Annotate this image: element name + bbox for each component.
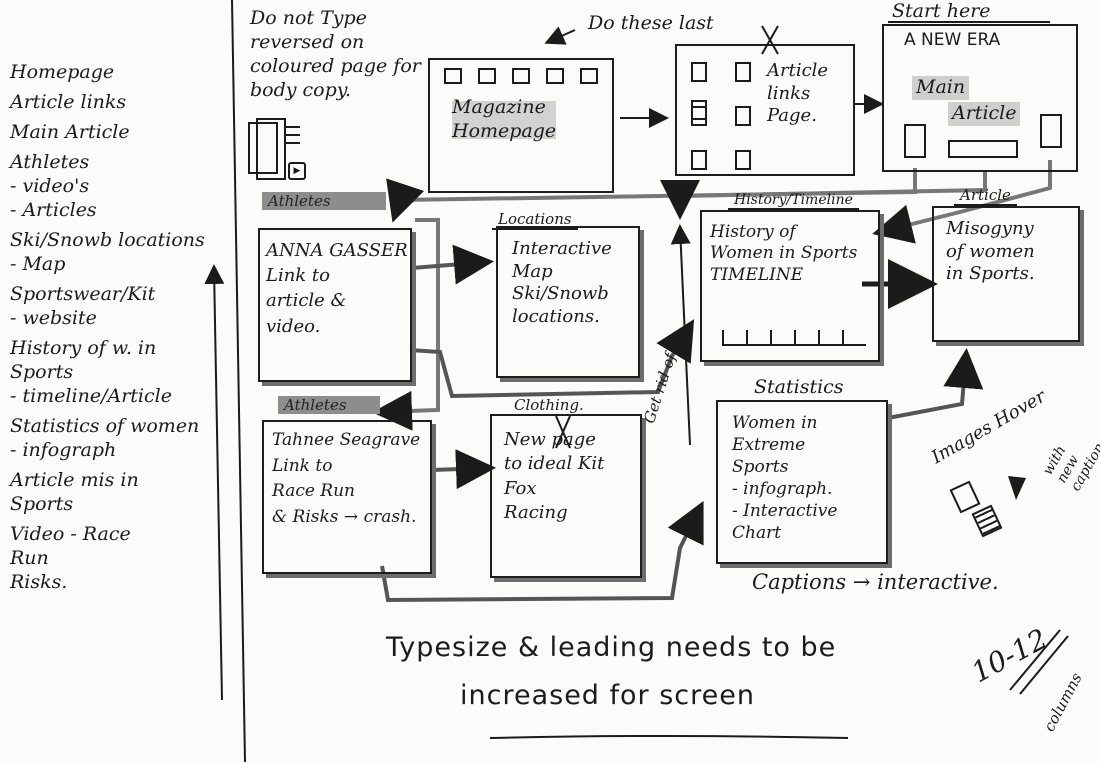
article-links-box: Article links Page. — [675, 44, 855, 176]
misogyny-text: Misogyny of women in Sports. — [946, 218, 1035, 284]
hover-arrow-icon — [1008, 476, 1026, 500]
sidebar-item: History of w. in Sports - timeline/Artic… — [10, 337, 172, 407]
anna-gasser-box: ANNA GASSER Link to article & video. — [258, 228, 412, 382]
locations-label: Locations — [492, 210, 578, 230]
sidebar-item: Ski/Snowb locations - Map — [10, 229, 205, 275]
thumbnail-row — [444, 68, 598, 84]
note-typesize-1: Typesize & leading needs to be — [386, 632, 837, 663]
arrow-do-these-last — [544, 26, 576, 45]
note-do-these-last: Do these last — [588, 12, 714, 34]
note-start-here: Start here — [892, 0, 991, 22]
page-divider — [231, 0, 246, 762]
clothing-label: Clothing. — [514, 396, 584, 414]
note-typesize-2: increased for screen — [460, 680, 755, 711]
sidebar-item: Statistics of women - infograph — [10, 415, 200, 461]
arrow-anna-to-locations — [411, 244, 494, 285]
sidebar-item: Main Article — [10, 121, 130, 143]
sidebar-item: Video - Race Run Risks. — [10, 523, 131, 593]
history-label: History/Timeline — [728, 192, 859, 210]
connector-newera-to-athletes — [386, 168, 917, 223]
statistics-text: Women in Extreme Sports - infograph. - I… — [732, 413, 838, 544]
arrow-tahnee-to-clothing — [431, 449, 496, 490]
tahnee-label: Athletes — [278, 396, 380, 414]
statistics-box: Women in Extreme Sports - infograph. - I… — [716, 400, 888, 564]
tahnee-seagrave-box: Tahnee Seagrave Link to Race Run & Risks… — [262, 420, 432, 574]
image-icons — [949, 480, 1004, 540]
new-era-article: Article — [948, 102, 1021, 126]
sidebar-list: Homepage Article links Main Article Athl… — [10, 60, 235, 600]
connector-athletes-loop — [372, 218, 440, 431]
arrow-statistics-to-misogyny — [887, 348, 984, 420]
sidebar-item: Homepage — [10, 61, 115, 83]
sidebar-item: Sportswear/Kit - website — [10, 283, 156, 329]
phone-video-icon: ▶ — [248, 118, 310, 184]
columns-slash — [1009, 629, 1061, 691]
anna-label: Athletes — [262, 192, 386, 210]
clothing-text: New page to ideal Kit Fox Racing — [504, 429, 605, 523]
new-era-main: Main — [912, 76, 970, 100]
misogyny-label: Article — [954, 186, 1017, 206]
anna-gasser-text: ANNA GASSER Link to article & video. — [266, 240, 408, 337]
article-links-text: Article links Page. — [767, 60, 829, 126]
history-timeline-text: History of Women in Sports TIMELINE — [710, 222, 858, 285]
note-captions: Captions → interactive. — [752, 570, 999, 594]
arrow-anna-to-history — [409, 319, 695, 399]
get-rid-line — [670, 224, 691, 446]
misogyny-box: Misogyny of women in Sports. — [932, 206, 1080, 342]
sidebar-arrow — [204, 264, 225, 701]
underline — [489, 735, 849, 739]
connector-center-down — [660, 170, 987, 220]
connector-newera-to-article — [872, 160, 1052, 244]
magazine-homepage-text: Magazine Homepage — [452, 96, 557, 144]
tahnee-seagrave-text: Tahnee Seagrave Link to Race Run & Risks… — [272, 430, 421, 527]
magazine-homepage-box: Magazine Homepage — [428, 58, 614, 193]
arrow-tahnee-to-statistics — [380, 500, 704, 603]
locations-text: Interactive Map Ski/Snowb locations. — [512, 238, 612, 327]
sidebar-item: Athletes - video's - Articles — [10, 151, 97, 221]
sidebar-item: Article links — [10, 91, 127, 113]
sidebar-item: Article mis in Sports — [10, 469, 139, 515]
new-era-title: A NEW ERA — [904, 30, 1001, 50]
note-reversed-type: Do not Type reversed on coloured page fo… — [250, 7, 421, 101]
statistics-label: Statistics — [754, 376, 844, 398]
locations-box: Interactive Map Ski/Snowb locations. — [496, 226, 640, 378]
clothing-box: New page to ideal Kit Fox Racing — [490, 414, 642, 578]
timeline-ruler — [722, 330, 866, 346]
history-timeline-box: History of Women in Sports TIMELINE — [700, 210, 880, 362]
new-era-box: A NEW ERA Main Article — [882, 24, 1078, 172]
